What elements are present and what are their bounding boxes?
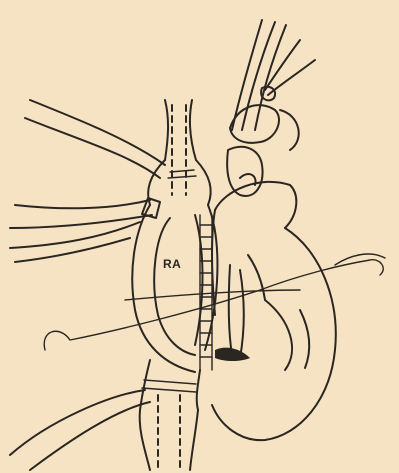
superior-vena-cava — [148, 100, 211, 205]
right-atrium — [132, 205, 217, 372]
upper-cannula — [25, 100, 165, 178]
right-atrium-label: RA — [163, 257, 181, 271]
inferior-vena-cava — [10, 360, 200, 470]
ventricles — [212, 182, 336, 440]
aorta-and-clamps — [227, 20, 315, 196]
middle-cannula — [10, 198, 160, 262]
